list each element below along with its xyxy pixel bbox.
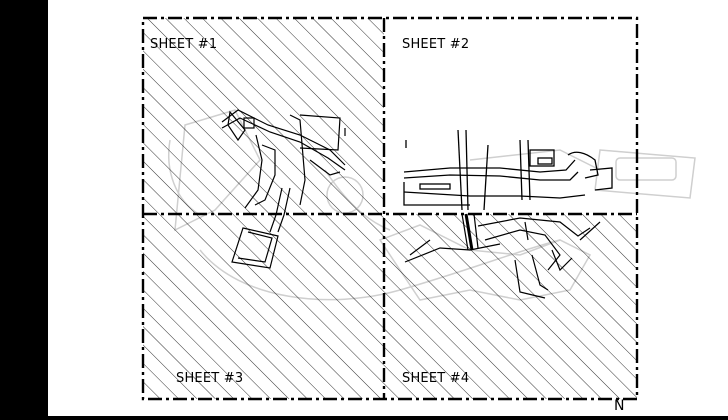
sheet-2-label: SHEET #2 [402,37,470,52]
site-linework-north-west [221,109,346,209]
sheet-3-label: SHEET #3 [176,371,244,386]
north-arrow-label: N [614,398,625,414]
site-linework-north-east [403,129,613,211]
site-linework-south-east [404,213,601,299]
sheet-boundaries [141,16,639,401]
sheet-1-label: SHEET #1 [150,37,218,52]
sheet-4-label: SHEET #4 [402,371,470,386]
